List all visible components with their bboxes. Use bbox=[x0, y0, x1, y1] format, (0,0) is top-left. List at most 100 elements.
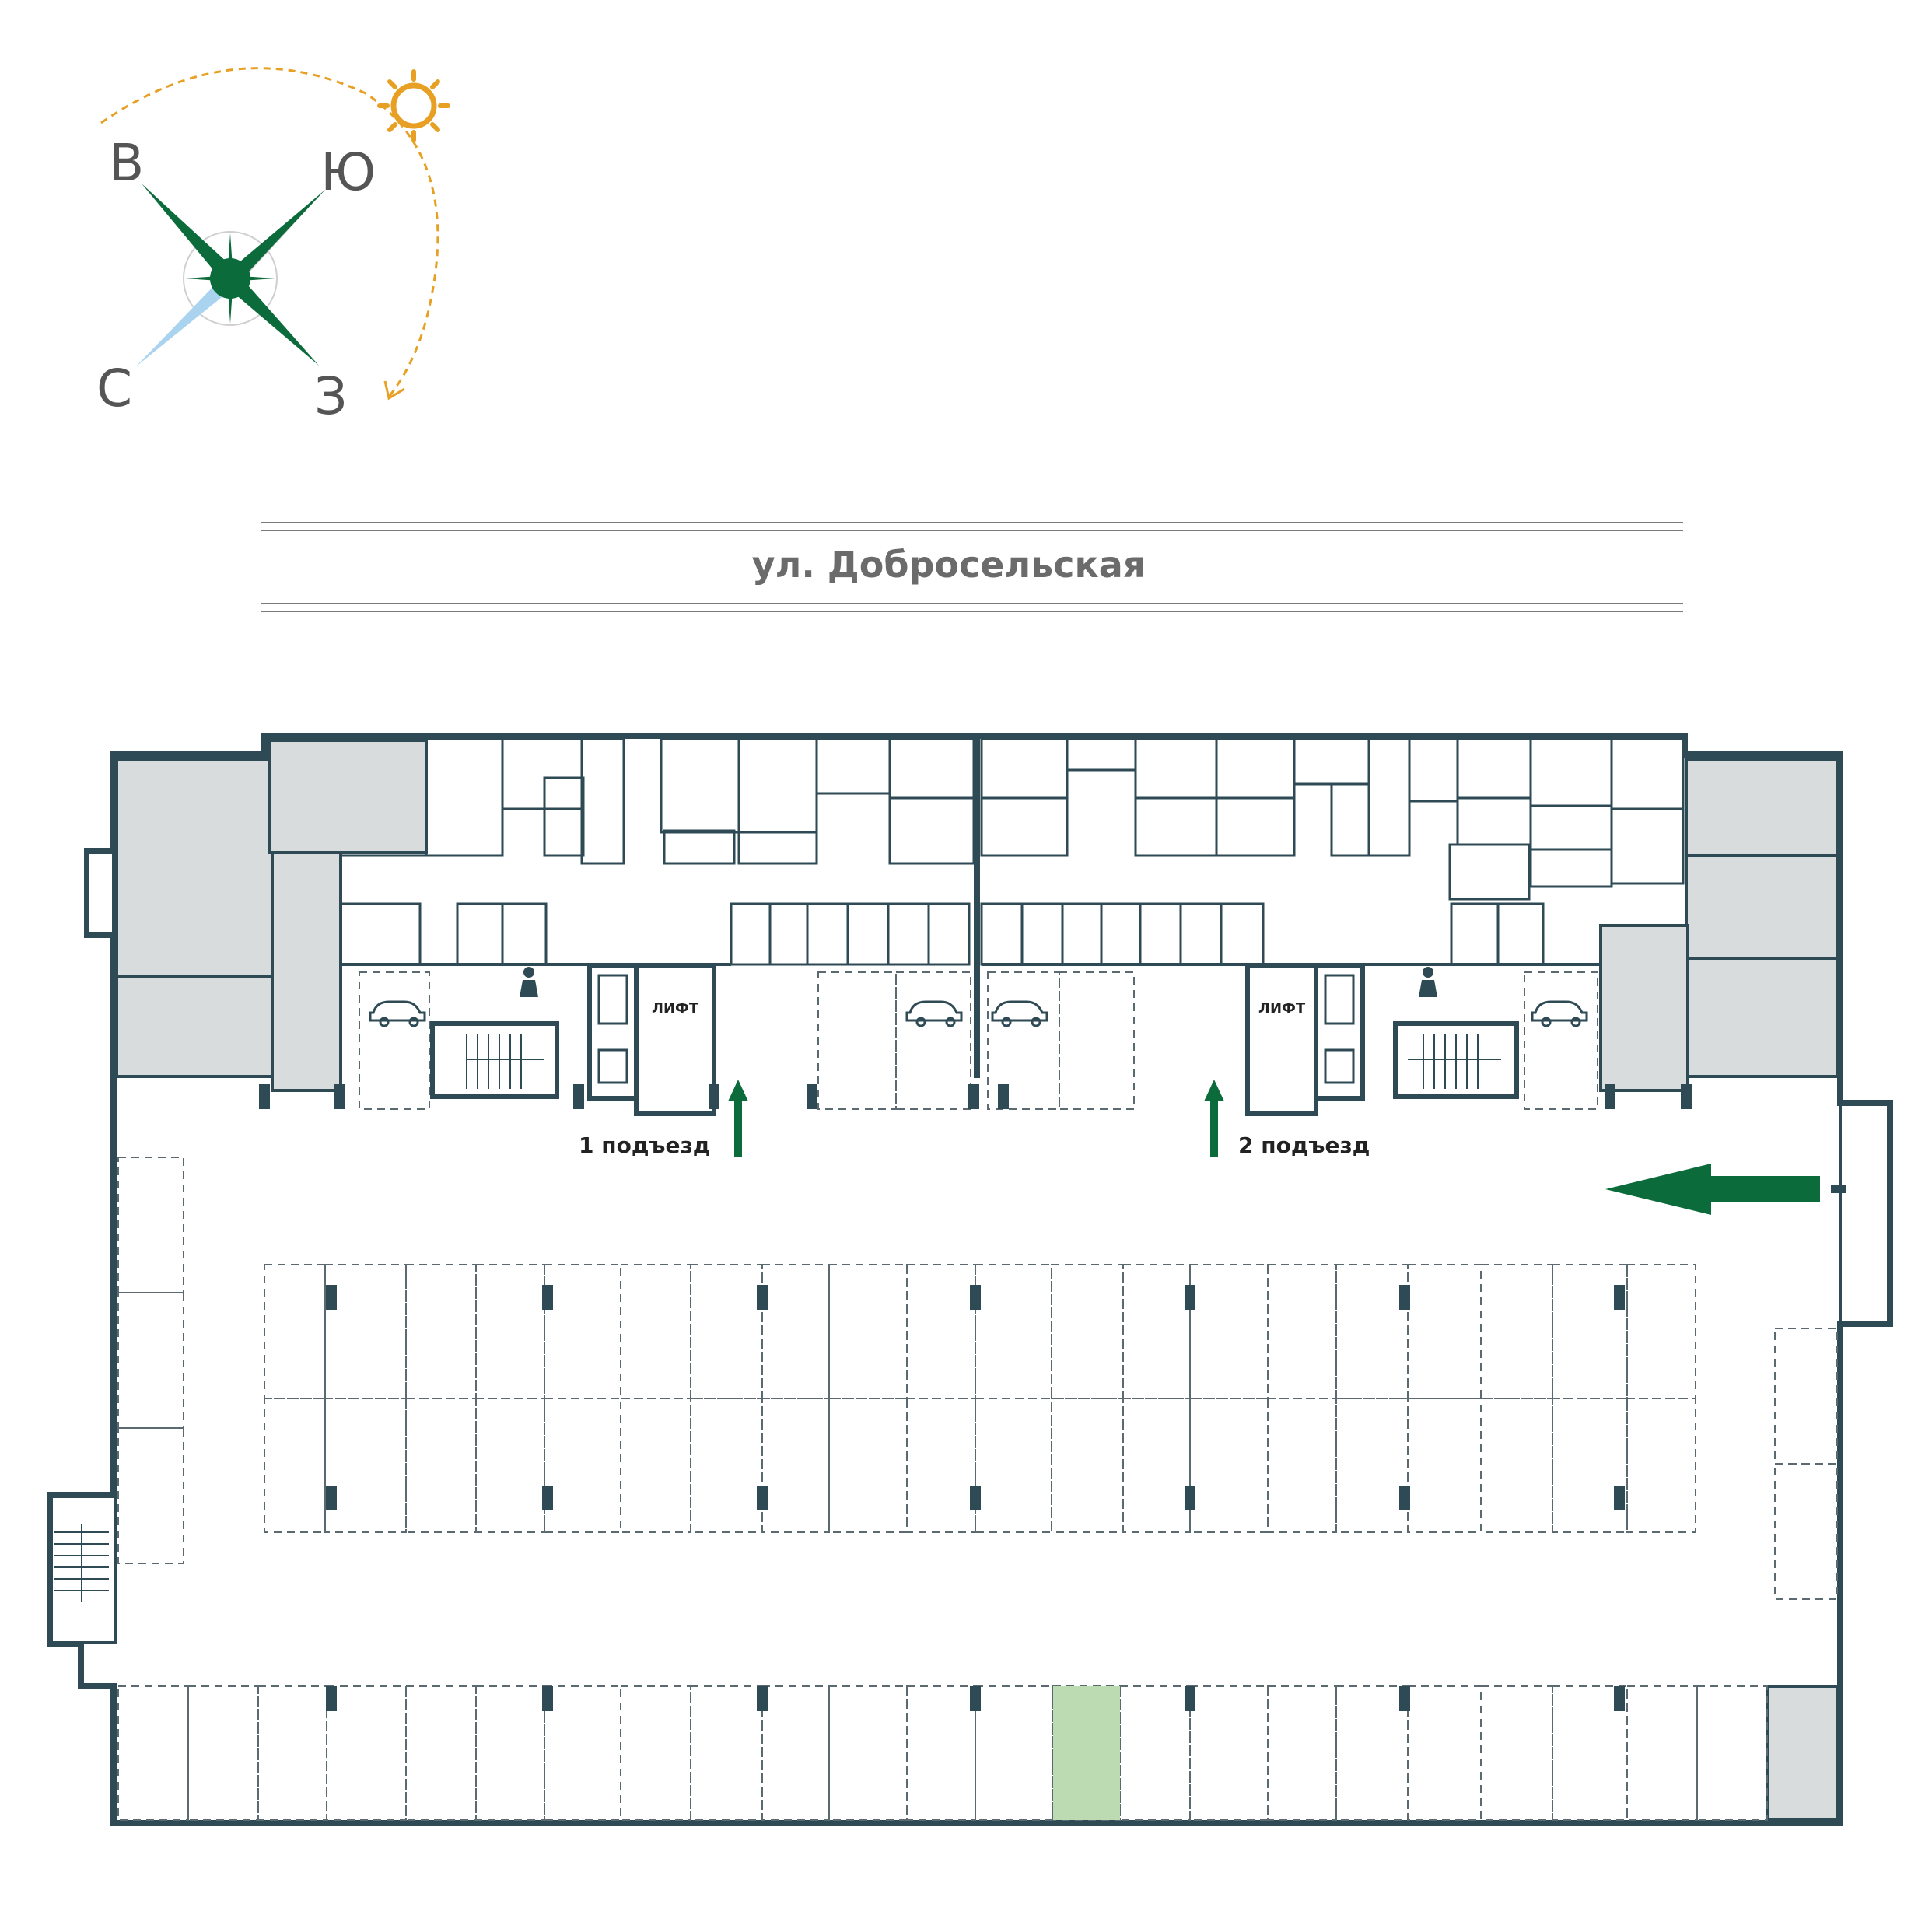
parking-space[interactable] bbox=[117, 1427, 184, 1564]
structural-column bbox=[542, 1285, 553, 1310]
parking-space[interactable] bbox=[620, 1264, 691, 1399]
parking-space[interactable] bbox=[405, 1398, 477, 1533]
parking-space[interactable] bbox=[1552, 1685, 1628, 1821]
core-1 bbox=[430, 964, 716, 1116]
parking-space[interactable] bbox=[187, 1685, 259, 1821]
parking-space[interactable] bbox=[761, 1398, 830, 1533]
parking-space[interactable] bbox=[1774, 1463, 1838, 1600]
structural-column bbox=[1681, 1084, 1692, 1109]
parking-spaces bbox=[117, 1157, 1838, 1821]
parking-space[interactable] bbox=[264, 1264, 326, 1399]
parking-space[interactable] bbox=[975, 1398, 1052, 1533]
parking-space[interactable] bbox=[475, 1685, 545, 1821]
parking-space[interactable] bbox=[1051, 1264, 1124, 1399]
parking-space[interactable] bbox=[1189, 1398, 1269, 1533]
parking-space[interactable] bbox=[1122, 1398, 1191, 1533]
structural-column bbox=[970, 1285, 981, 1310]
parking-space[interactable] bbox=[117, 1292, 184, 1429]
structural-column bbox=[1614, 1486, 1625, 1510]
structural-column bbox=[334, 1084, 345, 1109]
parking-space[interactable] bbox=[1480, 1398, 1553, 1533]
parking-space[interactable] bbox=[761, 1264, 830, 1399]
parking-space[interactable] bbox=[1267, 1264, 1337, 1399]
parking-space[interactable] bbox=[975, 1685, 1054, 1821]
parking-space[interactable] bbox=[405, 1685, 477, 1821]
entrance-label-1: 1 подъезд bbox=[579, 1132, 710, 1158]
parking-space[interactable] bbox=[1407, 1264, 1482, 1399]
parking-space[interactable] bbox=[264, 1398, 326, 1533]
parking-space[interactable] bbox=[1552, 1264, 1628, 1399]
parking-space[interactable] bbox=[117, 1685, 189, 1821]
parking-space[interactable] bbox=[544, 1398, 621, 1533]
structural-column bbox=[326, 1486, 337, 1510]
parking-space[interactable] bbox=[620, 1685, 691, 1821]
parking-space[interactable] bbox=[1267, 1398, 1337, 1533]
parking-space[interactable] bbox=[1626, 1264, 1696, 1399]
parking-space[interactable] bbox=[324, 1398, 407, 1533]
parking-space[interactable] bbox=[1119, 1685, 1191, 1821]
structural-column bbox=[542, 1686, 553, 1711]
parking-space[interactable] bbox=[906, 1398, 976, 1533]
parking-space[interactable] bbox=[1626, 1685, 1698, 1821]
parking-space[interactable] bbox=[257, 1685, 327, 1821]
structural-column bbox=[542, 1486, 553, 1510]
ev-charging-icon bbox=[991, 1000, 1048, 1027]
parking-space[interactable] bbox=[1122, 1264, 1191, 1399]
structural-column bbox=[326, 1686, 337, 1711]
parking-space[interactable] bbox=[690, 1264, 763, 1399]
parking-space[interactable] bbox=[1407, 1398, 1482, 1533]
structural-column bbox=[1614, 1285, 1625, 1310]
parking-space[interactable] bbox=[1335, 1264, 1409, 1399]
parking-space[interactable] bbox=[544, 1685, 621, 1821]
core-2 bbox=[1245, 964, 1519, 1116]
parking-space[interactable] bbox=[1189, 1264, 1269, 1399]
parking-space[interactable] bbox=[1335, 1685, 1409, 1821]
structural-columns bbox=[259, 1084, 1692, 1711]
structural-column bbox=[259, 1084, 270, 1109]
parking-space[interactable] bbox=[761, 1685, 830, 1821]
parking-space[interactable] bbox=[405, 1264, 477, 1399]
structural-column bbox=[573, 1084, 584, 1109]
ev-charging-icon bbox=[369, 1000, 426, 1027]
parking-space[interactable] bbox=[1335, 1398, 1409, 1533]
parking-space[interactable] bbox=[475, 1398, 545, 1533]
street-name: ул. Добросельская bbox=[752, 544, 1146, 586]
parking-space[interactable] bbox=[324, 1264, 407, 1399]
parking-space[interactable] bbox=[828, 1264, 908, 1399]
parking-space[interactable] bbox=[326, 1685, 407, 1821]
parking-space[interactable] bbox=[1552, 1398, 1628, 1533]
cleaning-person-icon bbox=[520, 967, 538, 997]
storage-rooms bbox=[339, 737, 1685, 1078]
parking-space[interactable] bbox=[906, 1264, 976, 1399]
parking-space[interactable] bbox=[1626, 1398, 1696, 1533]
lift-label-1: ЛИФТ bbox=[652, 1000, 699, 1017]
parking-space[interactable] bbox=[828, 1398, 908, 1533]
street-lines bbox=[261, 522, 1683, 612]
structural-column bbox=[1399, 1285, 1410, 1310]
parking-space[interactable] bbox=[544, 1264, 621, 1399]
car-entry-arrow-icon bbox=[1605, 1164, 1846, 1215]
highlighted-parking-space[interactable] bbox=[1053, 1686, 1120, 1820]
parking-space[interactable] bbox=[117, 1157, 184, 1293]
parking-space[interactable] bbox=[475, 1264, 545, 1399]
cleaning-person-icon bbox=[1419, 967, 1437, 997]
parking-space[interactable] bbox=[1189, 1685, 1269, 1821]
parking-space[interactable] bbox=[1267, 1685, 1337, 1821]
parking-space[interactable] bbox=[1480, 1685, 1553, 1821]
structural-column bbox=[1185, 1285, 1195, 1310]
parking-space[interactable] bbox=[690, 1398, 763, 1533]
parking-space[interactable] bbox=[1696, 1685, 1768, 1821]
parking-space[interactable] bbox=[1051, 1398, 1124, 1533]
structural-column bbox=[1185, 1486, 1195, 1510]
parking-space[interactable] bbox=[828, 1685, 908, 1821]
parking-space[interactable] bbox=[1480, 1264, 1553, 1399]
parking-space[interactable] bbox=[906, 1685, 976, 1821]
parking-space[interactable] bbox=[975, 1264, 1052, 1399]
sun-icon bbox=[377, 69, 450, 142]
parking-space[interactable] bbox=[1774, 1328, 1838, 1465]
ev-charging-icon bbox=[905, 1000, 963, 1027]
parking-space[interactable] bbox=[1407, 1685, 1482, 1821]
parking-space[interactable] bbox=[620, 1398, 691, 1533]
parking-space[interactable] bbox=[690, 1685, 763, 1821]
structural-column bbox=[326, 1285, 337, 1310]
